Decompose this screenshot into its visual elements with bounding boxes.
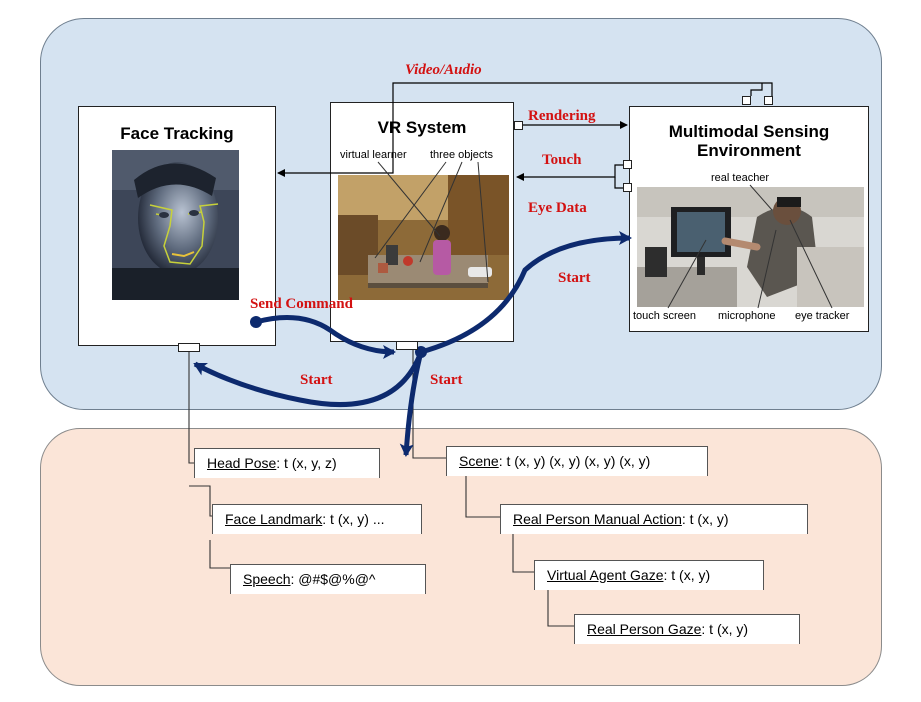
stream-key: Real Person Gaze — [587, 621, 702, 637]
eye-data-label: Eye Data — [528, 200, 587, 216]
vr-tree-branch-3 — [512, 530, 536, 573]
face-tree-trunk — [188, 352, 196, 464]
rendering-label: Rendering — [528, 108, 596, 124]
virtual-learner-pointer — [377, 161, 441, 237]
stream-value: : @#$@%@^ — [290, 571, 376, 587]
stream-value: : t (x, y) — [681, 511, 729, 527]
touch-screen-label: touch screen — [633, 310, 696, 322]
microphone-pointer — [757, 229, 777, 309]
eye-tracker-pointer — [789, 219, 833, 309]
touch-eye-arrow — [516, 164, 624, 181]
virtual-learner-label: virtual learner — [340, 149, 407, 161]
stream-head-pose: Head Pose: t (x, y, z) — [194, 448, 380, 478]
face-tracking-title: Face Tracking — [120, 124, 234, 143]
vr-port-output — [396, 341, 418, 350]
sensing-port-touch — [623, 160, 632, 169]
sensing-environment-box: Multimodal Sensing Environment — [629, 106, 869, 332]
vr-tree-branch-4 — [547, 585, 574, 627]
three-objects-pointer-1 — [374, 161, 447, 259]
face-tree-branch-3 — [209, 540, 234, 569]
sensing-title-line2: Environment — [697, 141, 801, 160]
face-port-output — [178, 343, 200, 352]
touch-screen-pointer — [667, 239, 707, 309]
start-arrow-left — [193, 351, 424, 408]
start-label-mid: Start — [430, 372, 463, 388]
vr-system-title: VR System — [377, 118, 467, 137]
vr-port-rendering — [514, 121, 523, 130]
start-arrow-right — [420, 231, 632, 355]
stream-key: Real Person Manual Action — [513, 511, 682, 527]
start-label-right: Start — [558, 270, 591, 286]
video-audio-label: Video/Audio — [405, 62, 482, 78]
video-audio-line — [277, 82, 773, 177]
stream-key: Speech — [243, 571, 291, 587]
stream-key: Head Pose — [207, 455, 277, 471]
video-audio-line-2 — [750, 83, 763, 96]
stream-value: : t (x, y) ... — [322, 511, 385, 527]
send-command-label: Send Command — [250, 296, 353, 312]
real-teacher-label: real teacher — [711, 172, 770, 184]
stream-speech: Speech: @#$@%@^ — [230, 564, 426, 594]
vr-tree-branch-2 — [465, 470, 502, 518]
eye-data-line — [614, 177, 624, 189]
touch-label: Touch — [542, 152, 582, 168]
sensing-title-line1: Multimodal Sensing — [668, 122, 830, 141]
face-tracking-photo — [112, 150, 239, 300]
sensing-port-video — [742, 96, 751, 105]
send-command-origin — [250, 316, 262, 328]
stream-value: : t (x, y) — [701, 621, 749, 637]
three-objects-label: three objects — [430, 149, 493, 161]
send-command-arrow — [255, 315, 396, 359]
stream-real-person-gaze: Real Person Gaze: t (x, y) — [574, 614, 800, 644]
three-objects-pointer-2 — [419, 161, 463, 263]
eye-tracker-label: eye tracker — [795, 310, 850, 322]
stream-key: Scene — [459, 453, 499, 469]
stream-value: : t (x, y) (x, y) (x, y) (x, y) — [498, 453, 651, 469]
three-objects-pointer-3 — [477, 161, 489, 283]
stream-value: : t (x, y, z) — [276, 455, 337, 471]
start-arrow-down — [399, 351, 424, 457]
stream-real-person-manual-action: Real Person Manual Action: t (x, y) — [500, 504, 808, 534]
sensing-port-eye — [623, 183, 632, 192]
stream-value: : t (x, y) — [663, 567, 711, 583]
face-tracking-box: Face Tracking — [78, 106, 276, 346]
stream-key: Virtual Agent Gaze — [547, 567, 664, 583]
stream-virtual-agent-gaze: Virtual Agent Gaze: t (x, y) — [534, 560, 764, 590]
vr-system-box: VR System — [330, 102, 514, 342]
sensing-photo — [637, 187, 864, 307]
sensing-port-audio — [764, 96, 773, 105]
stream-scene: Scene: t (x, y) (x, y) (x, y) (x, y) — [446, 446, 708, 476]
start-label-left: Start — [300, 372, 333, 388]
microphone-label: microphone — [718, 310, 776, 322]
stream-key: Face Landmark — [225, 511, 323, 527]
stream-face-landmark: Face Landmark: t (x, y) ... — [212, 504, 422, 534]
real-teacher-pointer — [749, 184, 773, 211]
